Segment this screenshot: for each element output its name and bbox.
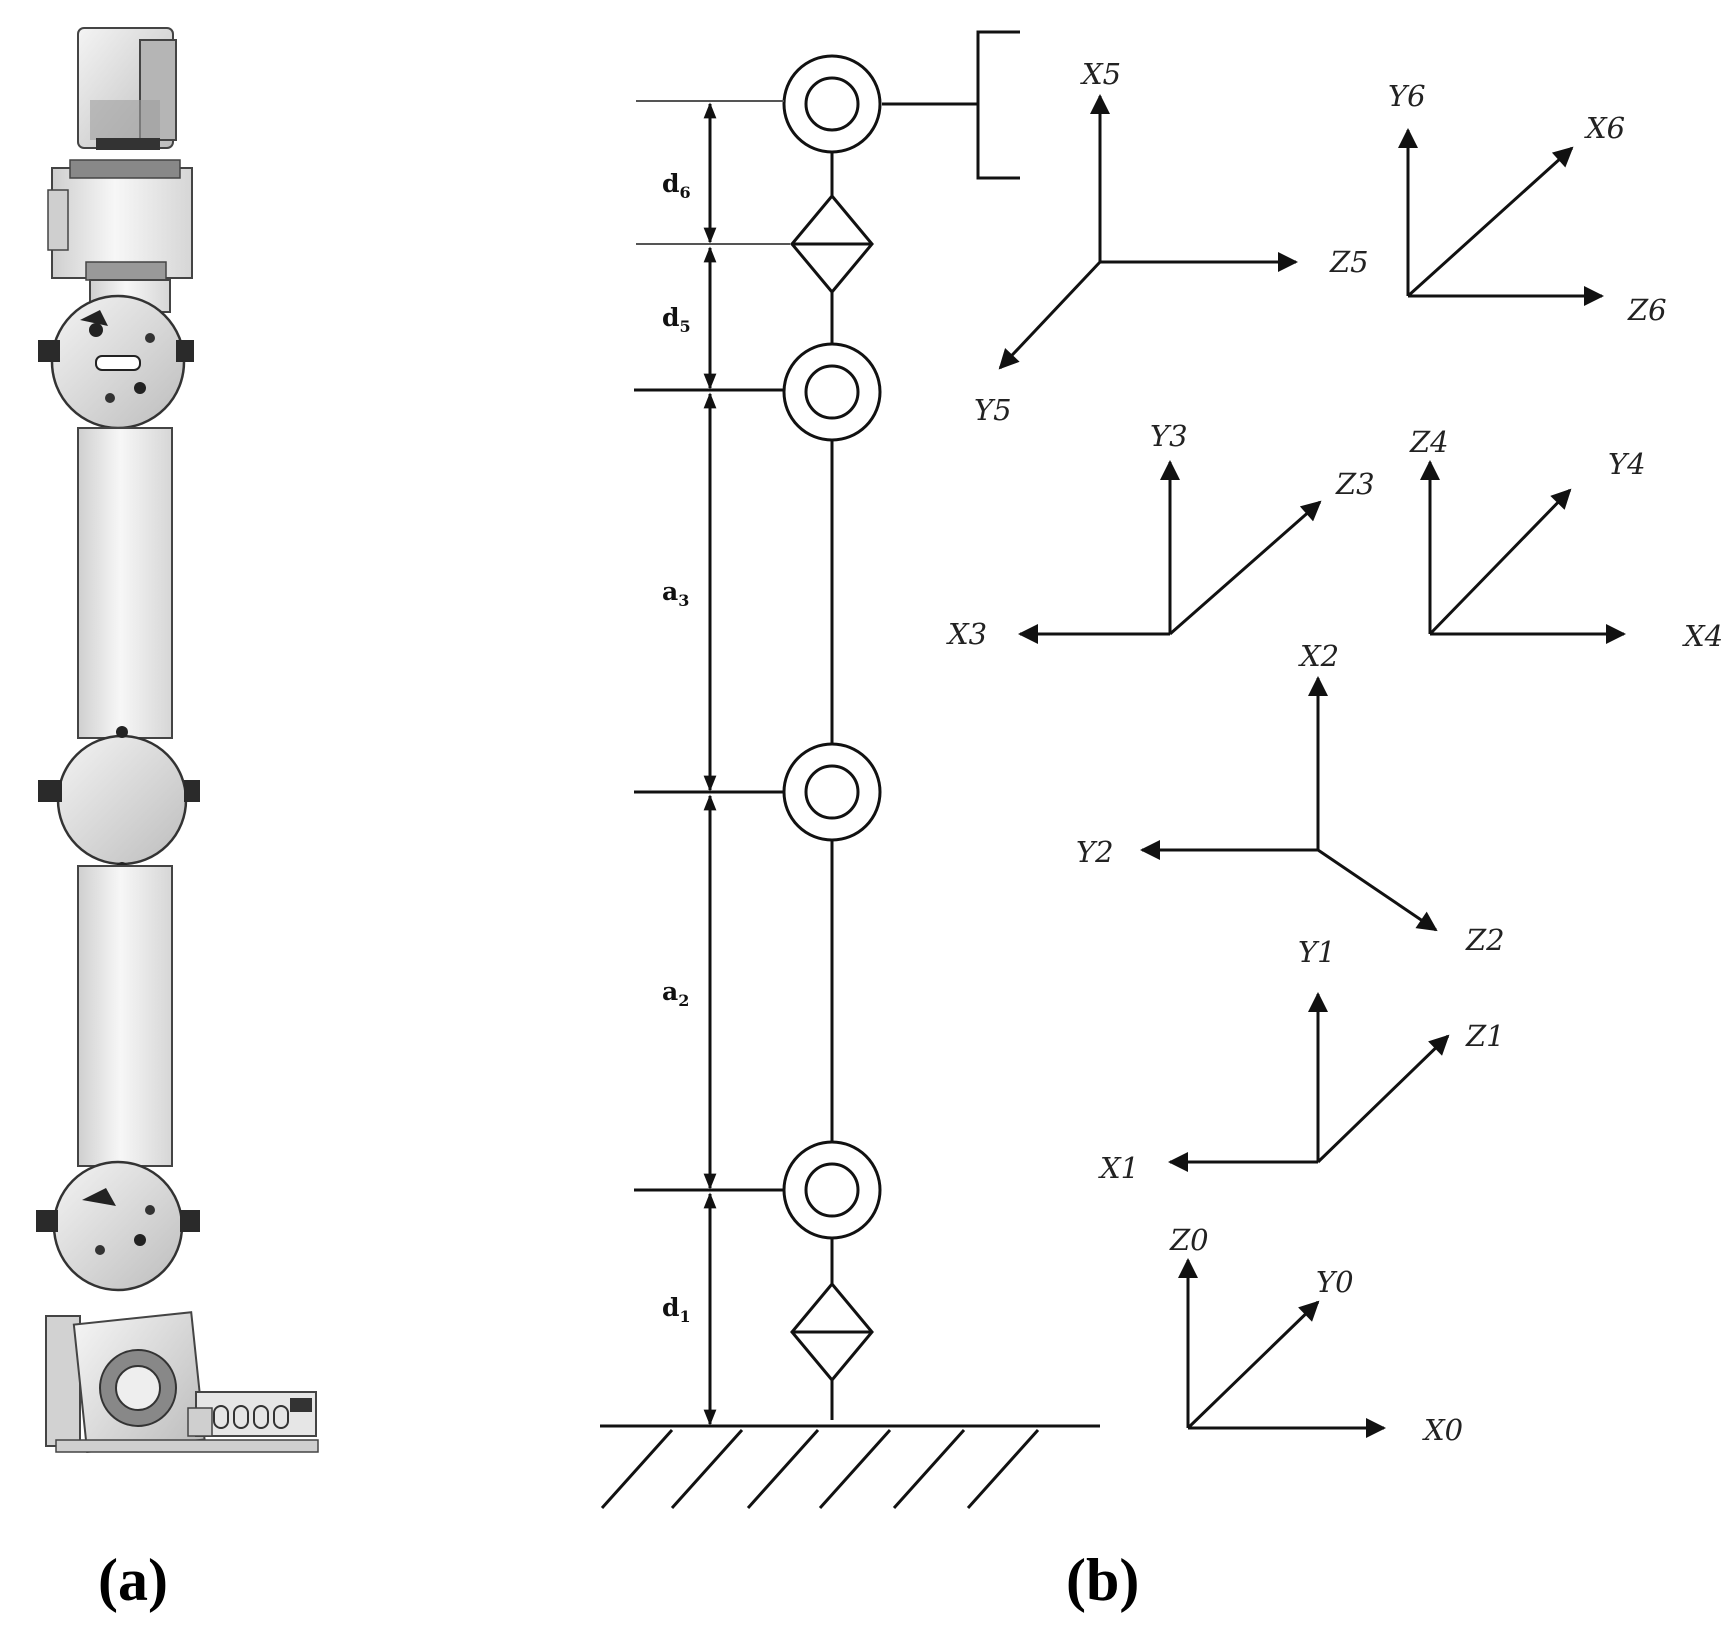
axis-label-x4: X4 bbox=[1682, 619, 1723, 653]
axis-label-x1: X1 bbox=[1098, 1151, 1139, 1185]
axis-label-x3: X3 bbox=[946, 617, 987, 651]
axis-label-x2: X2 bbox=[1298, 639, 1339, 673]
dimension-reference-lines bbox=[634, 100, 790, 1192]
frame-0: Z0 Y0 X0 bbox=[1169, 1223, 1463, 1447]
axis-label-y6: Y6 bbox=[1388, 79, 1426, 113]
frame-3: Y3 Z3 X3 bbox=[946, 419, 1375, 651]
axis-label-y5: Y5 bbox=[974, 393, 1012, 427]
kinematic-chain bbox=[600, 30, 1100, 1510]
twist-joint-1 bbox=[790, 1281, 874, 1383]
axis-label-y2: Y2 bbox=[1076, 835, 1114, 869]
robot-illustration bbox=[36, 27, 319, 1454]
dim-label-d6: d6 bbox=[662, 169, 691, 202]
twist-joint-5 bbox=[790, 193, 874, 295]
dim-label-a3: a3 bbox=[662, 577, 689, 610]
frame-4: Z4 Y4 X4 bbox=[1409, 425, 1723, 653]
axis-label-x0: X0 bbox=[1422, 1413, 1463, 1447]
axis-label-z4: Z4 bbox=[1409, 425, 1449, 459]
axis-label-y1: Y1 bbox=[1298, 935, 1336, 969]
axis-label-y4: Y4 bbox=[1608, 447, 1646, 481]
axis-label-x5: X5 bbox=[1080, 57, 1121, 91]
dim-label-d1: d1 bbox=[662, 1293, 691, 1326]
ground-hatch bbox=[600, 1428, 1040, 1510]
frame-2: X2 Y2 Z2 bbox=[1076, 639, 1505, 957]
revolute-joint-2 bbox=[782, 1140, 882, 1240]
axis-label-y3: Y3 bbox=[1150, 419, 1188, 453]
frame-6: Y6 X6 Z6 bbox=[1388, 79, 1667, 327]
dim-label-a2: a2 bbox=[662, 977, 689, 1010]
dim-label-d5: d5 bbox=[662, 303, 691, 336]
axis-label-z2: Z2 bbox=[1465, 923, 1505, 957]
axis-label-z0: Z0 bbox=[1169, 1223, 1209, 1257]
revolute-joint-3 bbox=[782, 742, 882, 842]
panel-label-b: (b) bbox=[1066, 1547, 1139, 1613]
axis-label-z3: Z3 bbox=[1335, 467, 1375, 501]
axis-label-z1: Z1 bbox=[1465, 1019, 1505, 1053]
axis-label-x6: X6 bbox=[1584, 111, 1625, 145]
revolute-joint-6 bbox=[782, 54, 882, 154]
frame-1: Y1 Z1 X1 bbox=[1098, 935, 1505, 1185]
axis-label-y0: Y0 bbox=[1316, 1265, 1354, 1299]
panel-label-a: (a) bbox=[98, 1547, 168, 1613]
revolute-joint-4 bbox=[782, 342, 882, 442]
frame-5: X5 Z5 Y5 bbox=[974, 57, 1369, 427]
axis-label-z6: Z6 bbox=[1627, 293, 1667, 327]
axis-label-z5: Z5 bbox=[1329, 245, 1369, 279]
